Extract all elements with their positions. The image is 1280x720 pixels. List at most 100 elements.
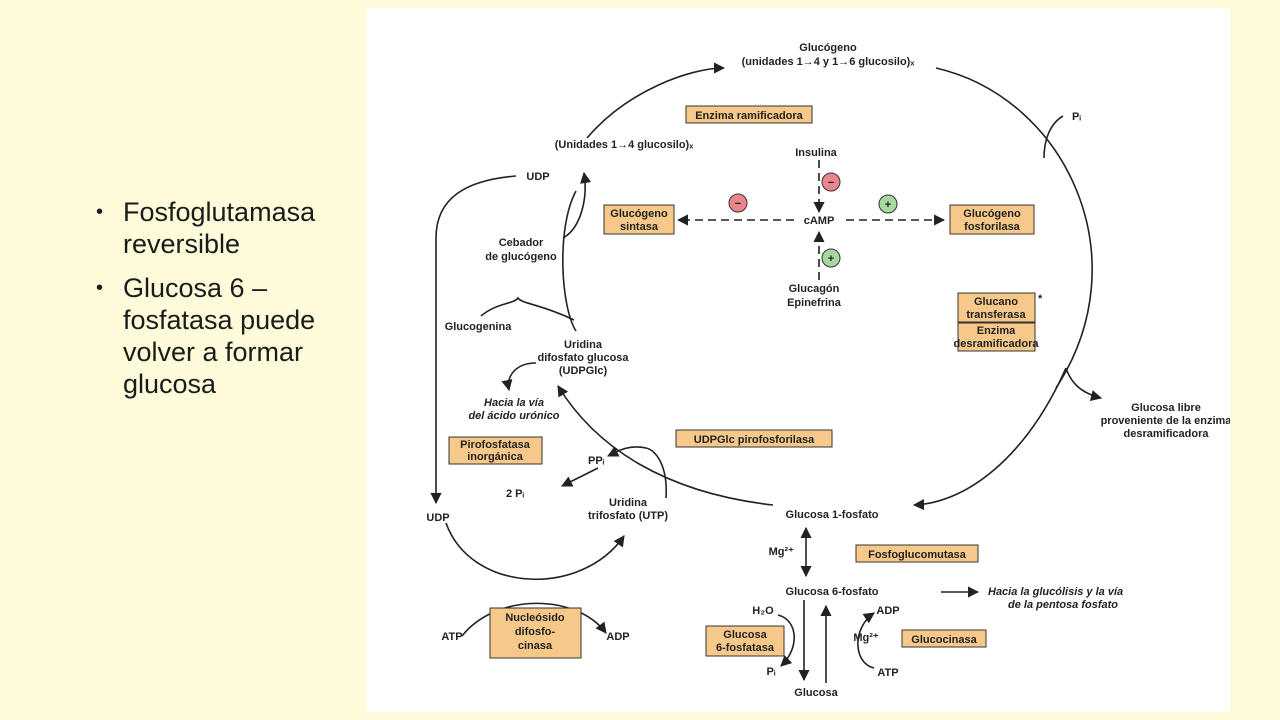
label-udpglc: Uridina [564,339,603,351]
bullet-item: • Fosfoglutamasa reversible [96,196,371,260]
label-2pi: 2 Pᵢ [506,488,525,500]
svg-text:Enzima: Enzima [977,325,1016,337]
minus-icon: − [821,172,841,192]
label-cebador: de glucógeno [485,251,557,263]
label-glucogeno-units: (unidades 1→4 y 1→6 glucosilo)ₓ [742,56,916,68]
bullet-dot: • [96,277,104,299]
label-glucagon: Epinefrina [787,297,842,309]
label-utp: trifosfato (UTP) [588,510,668,522]
svg-text:Glucógeno: Glucógeno [610,208,668,220]
label-unidades-14: (Unidades 1→4 glucosilo)ₓ [555,139,694,151]
label-udp-bottom: UDP [426,512,449,524]
svg-text:Glucocinasa: Glucocinasa [911,634,977,646]
arrow-h2o-pi [777,614,795,667]
plus-icon: + [878,194,898,214]
svg-text:UDPGlc pirofosforilasa: UDPGlc pirofosforilasa [694,434,815,446]
label-g6p: Glucosa 6-fosfato [786,586,879,598]
label-glucosa-libre: desramificadora [1124,428,1210,440]
label-insulina: Insulina [795,147,837,159]
label-glucosa-libre: Glucosa libre [1131,402,1201,414]
enzyme-udpglc-pirofosforilasa: UDPGlc pirofosforilasa [675,429,833,448]
arrow-primer-to-unidades [562,171,592,239]
arrow-atp-to-adp [461,602,607,637]
svg-text:Glucógeno: Glucógeno [963,208,1021,220]
arrow-pi-input [1043,115,1064,159]
bullet-list: • Fosfoglutamasa reversible • Glucosa 6 – … [96,196,371,412]
arrow-glucogenina-branch [480,296,575,321]
label-utp: Uridina [609,497,648,509]
label-glycolysis: de la pentosa fosfato [1008,599,1118,611]
enzyme-glucocinasa: Glucocinasa [901,629,987,648]
arrow-udp-loop [430,175,517,505]
label-adp-right: ADP [876,605,899,617]
label-udp-top: UDP [526,171,549,183]
label-atp-left: ATP [441,631,462,643]
svg-text:Nucleósido: Nucleósido [505,612,565,624]
arrow-udpglc-pyrophosphorylase [557,385,774,506]
arrow-utp-to-ppi [606,446,667,499]
bullet-text: Fosfoglutamasa reversible [123,197,316,259]
svg-text:desramificadora: desramificadora [954,338,1040,350]
svg-text:transferasa: transferasa [966,309,1026,321]
svg-text:Glucosa: Glucosa [723,629,767,641]
plus-icon: + [821,248,841,268]
label-ppi: PPᵢ [588,455,605,467]
label-adp-left: ADP [606,631,629,643]
label-glucosa: Glucosa [794,687,838,699]
svg-text:cinasa: cinasa [518,640,553,652]
label-glucogenina: Glucogenina [445,321,513,333]
label-atp-right: ATP [877,667,898,679]
arrow-phosphorylase [935,67,1093,389]
svg-text:inorgánica: inorgánica [467,451,524,463]
svg-text:Pirofosfatasa: Pirofosfatasa [460,439,531,451]
enzyme-fosfoglucomutasa: Fosfoglucomutasa [855,544,979,563]
svg-text:difosfo-: difosfo- [515,626,556,638]
bullet-dot: • [96,201,104,223]
svg-text:Fosfoglucomutasa: Fosfoglucomutasa [868,549,967,561]
svg-text:6-fosfatasa: 6-fosfatasa [716,642,775,654]
label-g1p: Glucosa 1-fosfato [786,509,879,521]
arrow-acid-pathway [501,362,537,392]
label-glycolysis: Hacia la glucólisis y la vía [988,586,1123,598]
glycogen-metabolism-diagram: − − + + Enzima ramificadora Glucógenosin… [426,42,1232,699]
arrow-atp-adp-right [857,612,875,669]
arrow-to-g1p [912,367,1067,511]
label-mg-1: Mg²⁺ [769,546,795,558]
label-camp: cAMP [804,215,835,227]
bullet-text: Glucosa 6 – fosfatasa puede volver a for… [123,273,316,399]
arrow-udpglc-to-primer [562,190,577,332]
label-glucagon: Glucagón [789,283,840,295]
svg-text:+: + [885,199,891,211]
svg-text:+: + [828,253,834,265]
label-glucogeno: Glucógeno [799,42,857,54]
label-asterisk: * [1038,293,1043,305]
svg-text:sintasa: sintasa [620,221,659,233]
label-pi-top: Pᵢ [1072,111,1081,123]
enzyme-ramificadora: Enzima ramificadora [685,105,813,124]
label-pi-bottom: Pᵢ [767,666,776,678]
label-acido-uronico: Hacia la vía [484,397,544,409]
arrow-udp-to-utp [445,522,625,581]
label-acido-uronico: del ácido urónico [468,410,559,422]
minus-icon: − [728,193,748,213]
bullet-item: • Glucosa 6 – fosfatasa puede volver a fo… [96,272,371,400]
arrow-branching [586,62,726,139]
svg-text:fosforilasa: fosforilasa [964,221,1021,233]
label-h2o: H₂O [752,605,774,617]
enzyme-nucleosido-difosfocinasa: Nucleósido difosfo-cinasa [489,607,582,659]
arrow-ppi-to-2pi [560,467,599,487]
label-mg-2: Mg²⁺ [853,632,879,644]
svg-text:Glucano: Glucano [974,296,1018,308]
svg-text:−: − [735,198,741,210]
label-cebador: Cebador [499,237,544,249]
arrow-to-free-glucose [1065,367,1103,401]
svg-text:−: − [828,177,834,189]
label-glucosa-libre: proveniente de la enzima [1101,415,1230,427]
